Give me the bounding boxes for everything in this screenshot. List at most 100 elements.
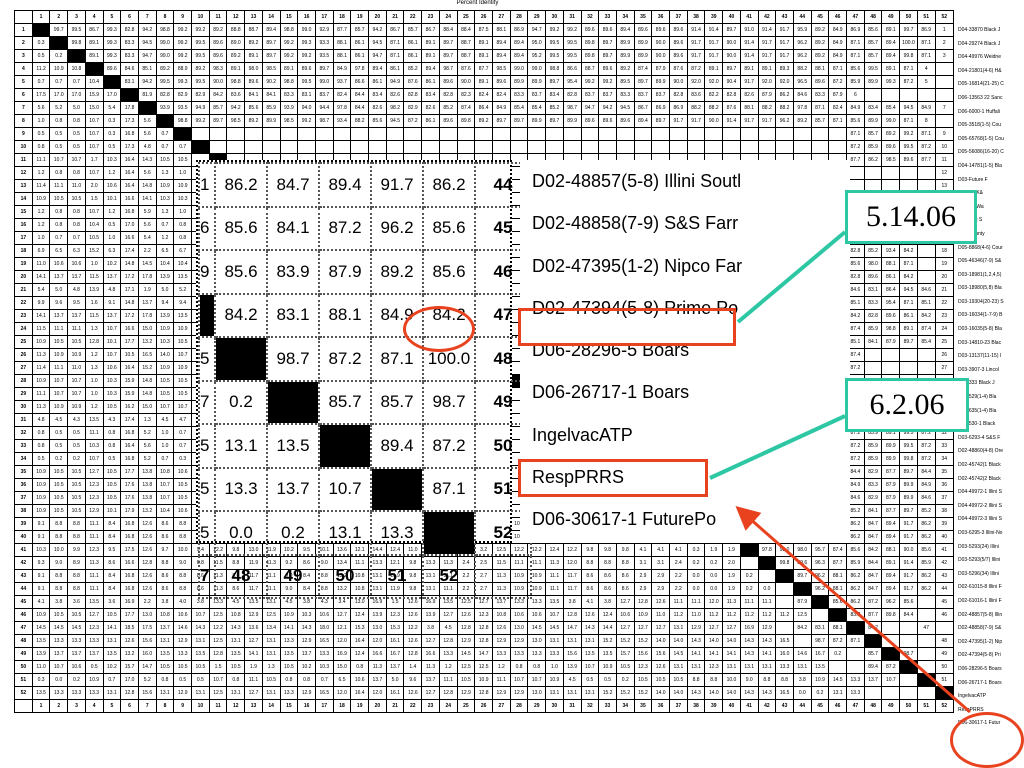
sequence-name: D03-333 Black J xyxy=(958,380,995,387)
matrix-cell: 10.9 xyxy=(31,465,51,479)
zoom-cell: 98.7 xyxy=(266,336,320,382)
matrix-cell: 91.7 xyxy=(686,49,706,63)
matrix-cell: 88.2 xyxy=(775,101,794,115)
matrix-cell: 12.3 xyxy=(84,491,104,505)
matrix-cell: 89.4 xyxy=(881,49,901,63)
matrix-cell: 12.4 xyxy=(350,647,370,661)
matrix-cell: 99.2 xyxy=(297,49,316,63)
matrix-cell: 89.7 xyxy=(261,36,281,50)
matrix-cell: 18.5 xyxy=(120,621,139,635)
matrix-cell: 89.2 xyxy=(155,62,175,76)
zoom-cell: 91.7 xyxy=(370,162,424,208)
matrix-cell: 9.3 xyxy=(31,556,51,570)
matrix-cell: 89.9 xyxy=(881,439,901,453)
matrix-cell xyxy=(899,361,918,375)
matrix-cell xyxy=(846,647,865,661)
matrix-cell: 89.6 xyxy=(863,270,883,284)
matrix-cell: 89.7 xyxy=(438,36,458,50)
matrix-cell: 17.3 xyxy=(120,114,139,128)
matrix-cell: 15.9 xyxy=(120,387,139,401)
matrix-cell: 16.7 xyxy=(385,647,405,661)
matrix-cell: 84.9 xyxy=(846,101,865,115)
zoom-cell: 85.6 xyxy=(214,205,268,251)
matrix-cell: 10.5 xyxy=(49,465,69,479)
matrix-cell: 84.4 xyxy=(916,465,936,479)
matrix-cell: 6.7 xyxy=(173,244,193,258)
matrix-cell xyxy=(916,595,936,609)
matrix-cell: 88.2 xyxy=(704,101,724,115)
matrix-cell: 96.2 xyxy=(881,595,901,609)
matrix-cell: 89.7 xyxy=(314,62,334,76)
matrix-cell: 10.1 xyxy=(102,192,122,206)
zoom-lead-cell: 1 xyxy=(198,162,216,208)
matrix-row-header: 22 xyxy=(14,296,33,310)
matrix-cell: 6.9 xyxy=(31,244,51,258)
sequence-name: D06-13563 22 Sanc xyxy=(958,94,1003,101)
matrix-cell: 14.1 xyxy=(244,647,263,661)
matrix-cell: 13.5 xyxy=(31,634,51,648)
matrix-cell: 15.2 xyxy=(137,361,157,375)
matrix-cell: 13.1 xyxy=(562,686,582,700)
matrix-col-footer: 22 xyxy=(403,699,423,713)
matrix-cell: 88.4 xyxy=(456,23,476,37)
matrix-cell: 12.9 xyxy=(491,634,511,648)
matrix-cell: 13.9 xyxy=(421,608,440,622)
matrix-cell: 89.9 xyxy=(615,49,635,63)
matrix-cell: 2.2 xyxy=(669,569,688,583)
matrix-cell xyxy=(669,127,688,141)
matrix-cell: 84.9 xyxy=(828,23,848,37)
matrix-cell: 0.2 xyxy=(67,673,86,687)
matrix-cell xyxy=(314,127,334,141)
matrix-cell xyxy=(757,556,777,570)
matrix-cell: 13.5 xyxy=(191,647,210,661)
matrix-cell xyxy=(916,686,936,700)
matrix-cell: 13.5 xyxy=(810,660,830,674)
matrix-cell xyxy=(916,166,936,180)
matrix-cell: 85.9 xyxy=(261,101,281,115)
matrix-cell: 10.7 xyxy=(155,491,175,505)
matrix-cell: 11.1 xyxy=(686,595,706,609)
matrix-cell: 98.8 xyxy=(173,114,193,128)
matrix-row-header: 11 xyxy=(14,153,33,167)
matrix-cell: 87.6 xyxy=(669,62,688,76)
matrix-cell: 25 xyxy=(934,335,955,349)
matrix-cell: 8.6 xyxy=(155,582,175,596)
matrix-cell: 85.1 xyxy=(137,62,157,76)
matrix-cell: 91.7 xyxy=(757,114,777,128)
matrix-cell: 12.2 xyxy=(562,543,582,557)
matrix-cell: 94.9 xyxy=(191,101,210,115)
zoom-sequence-name: RespPRRS xyxy=(532,467,625,488)
matrix-col-header: 3 xyxy=(67,10,86,24)
matrix-col-footer: 15 xyxy=(279,699,299,713)
matrix-cell: 11.0 xyxy=(67,361,86,375)
matrix-cell: 12.7 xyxy=(84,608,104,622)
sequence-name: D03-5293(24) Illini xyxy=(958,543,999,550)
matrix-cell: 13.5 xyxy=(226,647,246,661)
matrix-cell: 86.9 xyxy=(651,101,671,115)
matrix-cell: 89.6 xyxy=(208,49,228,63)
matrix-cell: 23 xyxy=(934,309,955,323)
matrix-cell: 10.7 xyxy=(49,660,69,674)
matrix-cell xyxy=(828,140,848,154)
matrix-cell: 99.2 xyxy=(173,36,193,50)
matrix-cell: 11.1 xyxy=(49,322,69,336)
matrix-cell xyxy=(704,140,724,154)
matrix-cell xyxy=(775,582,794,596)
matrix-cell xyxy=(421,127,440,141)
matrix-cell: 85.7 xyxy=(863,647,883,661)
matrix-cell: 8 xyxy=(916,114,936,128)
matrix-cell: 98.0 xyxy=(792,543,812,557)
matrix-cell: 14.3 xyxy=(739,634,759,648)
matrix-cell: 13.9 xyxy=(368,608,387,622)
matrix-cell: 17.2 xyxy=(120,309,139,323)
matrix-cell: 10.5 xyxy=(67,465,86,479)
matrix-cell: 82.9 xyxy=(863,491,883,505)
matrix-cell: 89.2 xyxy=(881,127,901,141)
matrix-cell: 89.7 xyxy=(545,75,564,89)
matrix-cell: 86.2 xyxy=(916,569,936,583)
matrix-cell xyxy=(509,127,529,141)
matrix-cell: 12.6 xyxy=(580,608,600,622)
matrix-row-header: 15 xyxy=(14,205,33,219)
